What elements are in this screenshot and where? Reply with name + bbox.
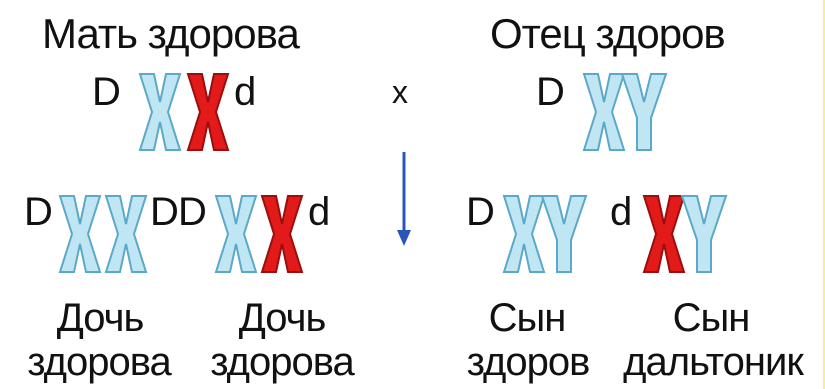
mother-x-chromosome-normal — [136, 72, 184, 152]
daughter2-x-chromosome-carrier — [258, 194, 306, 274]
daughter1-x-chromosome-1 — [56, 194, 104, 274]
daughter2-allele-2: d — [308, 190, 331, 234]
daughter1-allele-1: D — [24, 190, 53, 234]
daughter1-caption-line2: здорова — [27, 340, 172, 384]
father-y-chromosome — [620, 72, 668, 152]
father-label: Отец здоров — [490, 10, 726, 57]
son2-caption-line1: Сын — [672, 296, 751, 340]
mother-allele-1: D — [92, 70, 121, 114]
son1-y-chromosome — [540, 194, 588, 274]
mother-label: Мать здорова — [42, 10, 300, 57]
daughter1-allele-2: D — [150, 190, 179, 234]
cross-symbol: x — [392, 74, 408, 110]
daughter1-caption-line1: Дочь — [56, 296, 145, 340]
mother-allele-2: d — [234, 70, 257, 114]
daughter2-x-chromosome-normal — [212, 194, 260, 274]
son1-caption-line2: здоров — [466, 340, 591, 384]
down-arrow-icon — [397, 152, 411, 246]
daughter2-caption-line1: Дочь — [238, 296, 327, 340]
daughter2-caption-line2: здорова — [210, 340, 355, 384]
daughter1-x-chromosome-2 — [102, 194, 150, 274]
son1-caption-line1: Сын — [488, 296, 567, 340]
son1-allele: D — [466, 190, 495, 234]
mother-x-chromosome-carrier — [184, 72, 232, 152]
father-allele-1: D — [536, 70, 565, 114]
son2-allele: d — [610, 190, 633, 234]
son2-caption-line2: дальтоник — [623, 340, 804, 384]
daughter2-allele-1: D — [178, 190, 207, 234]
son2-y-chromosome — [680, 194, 728, 274]
